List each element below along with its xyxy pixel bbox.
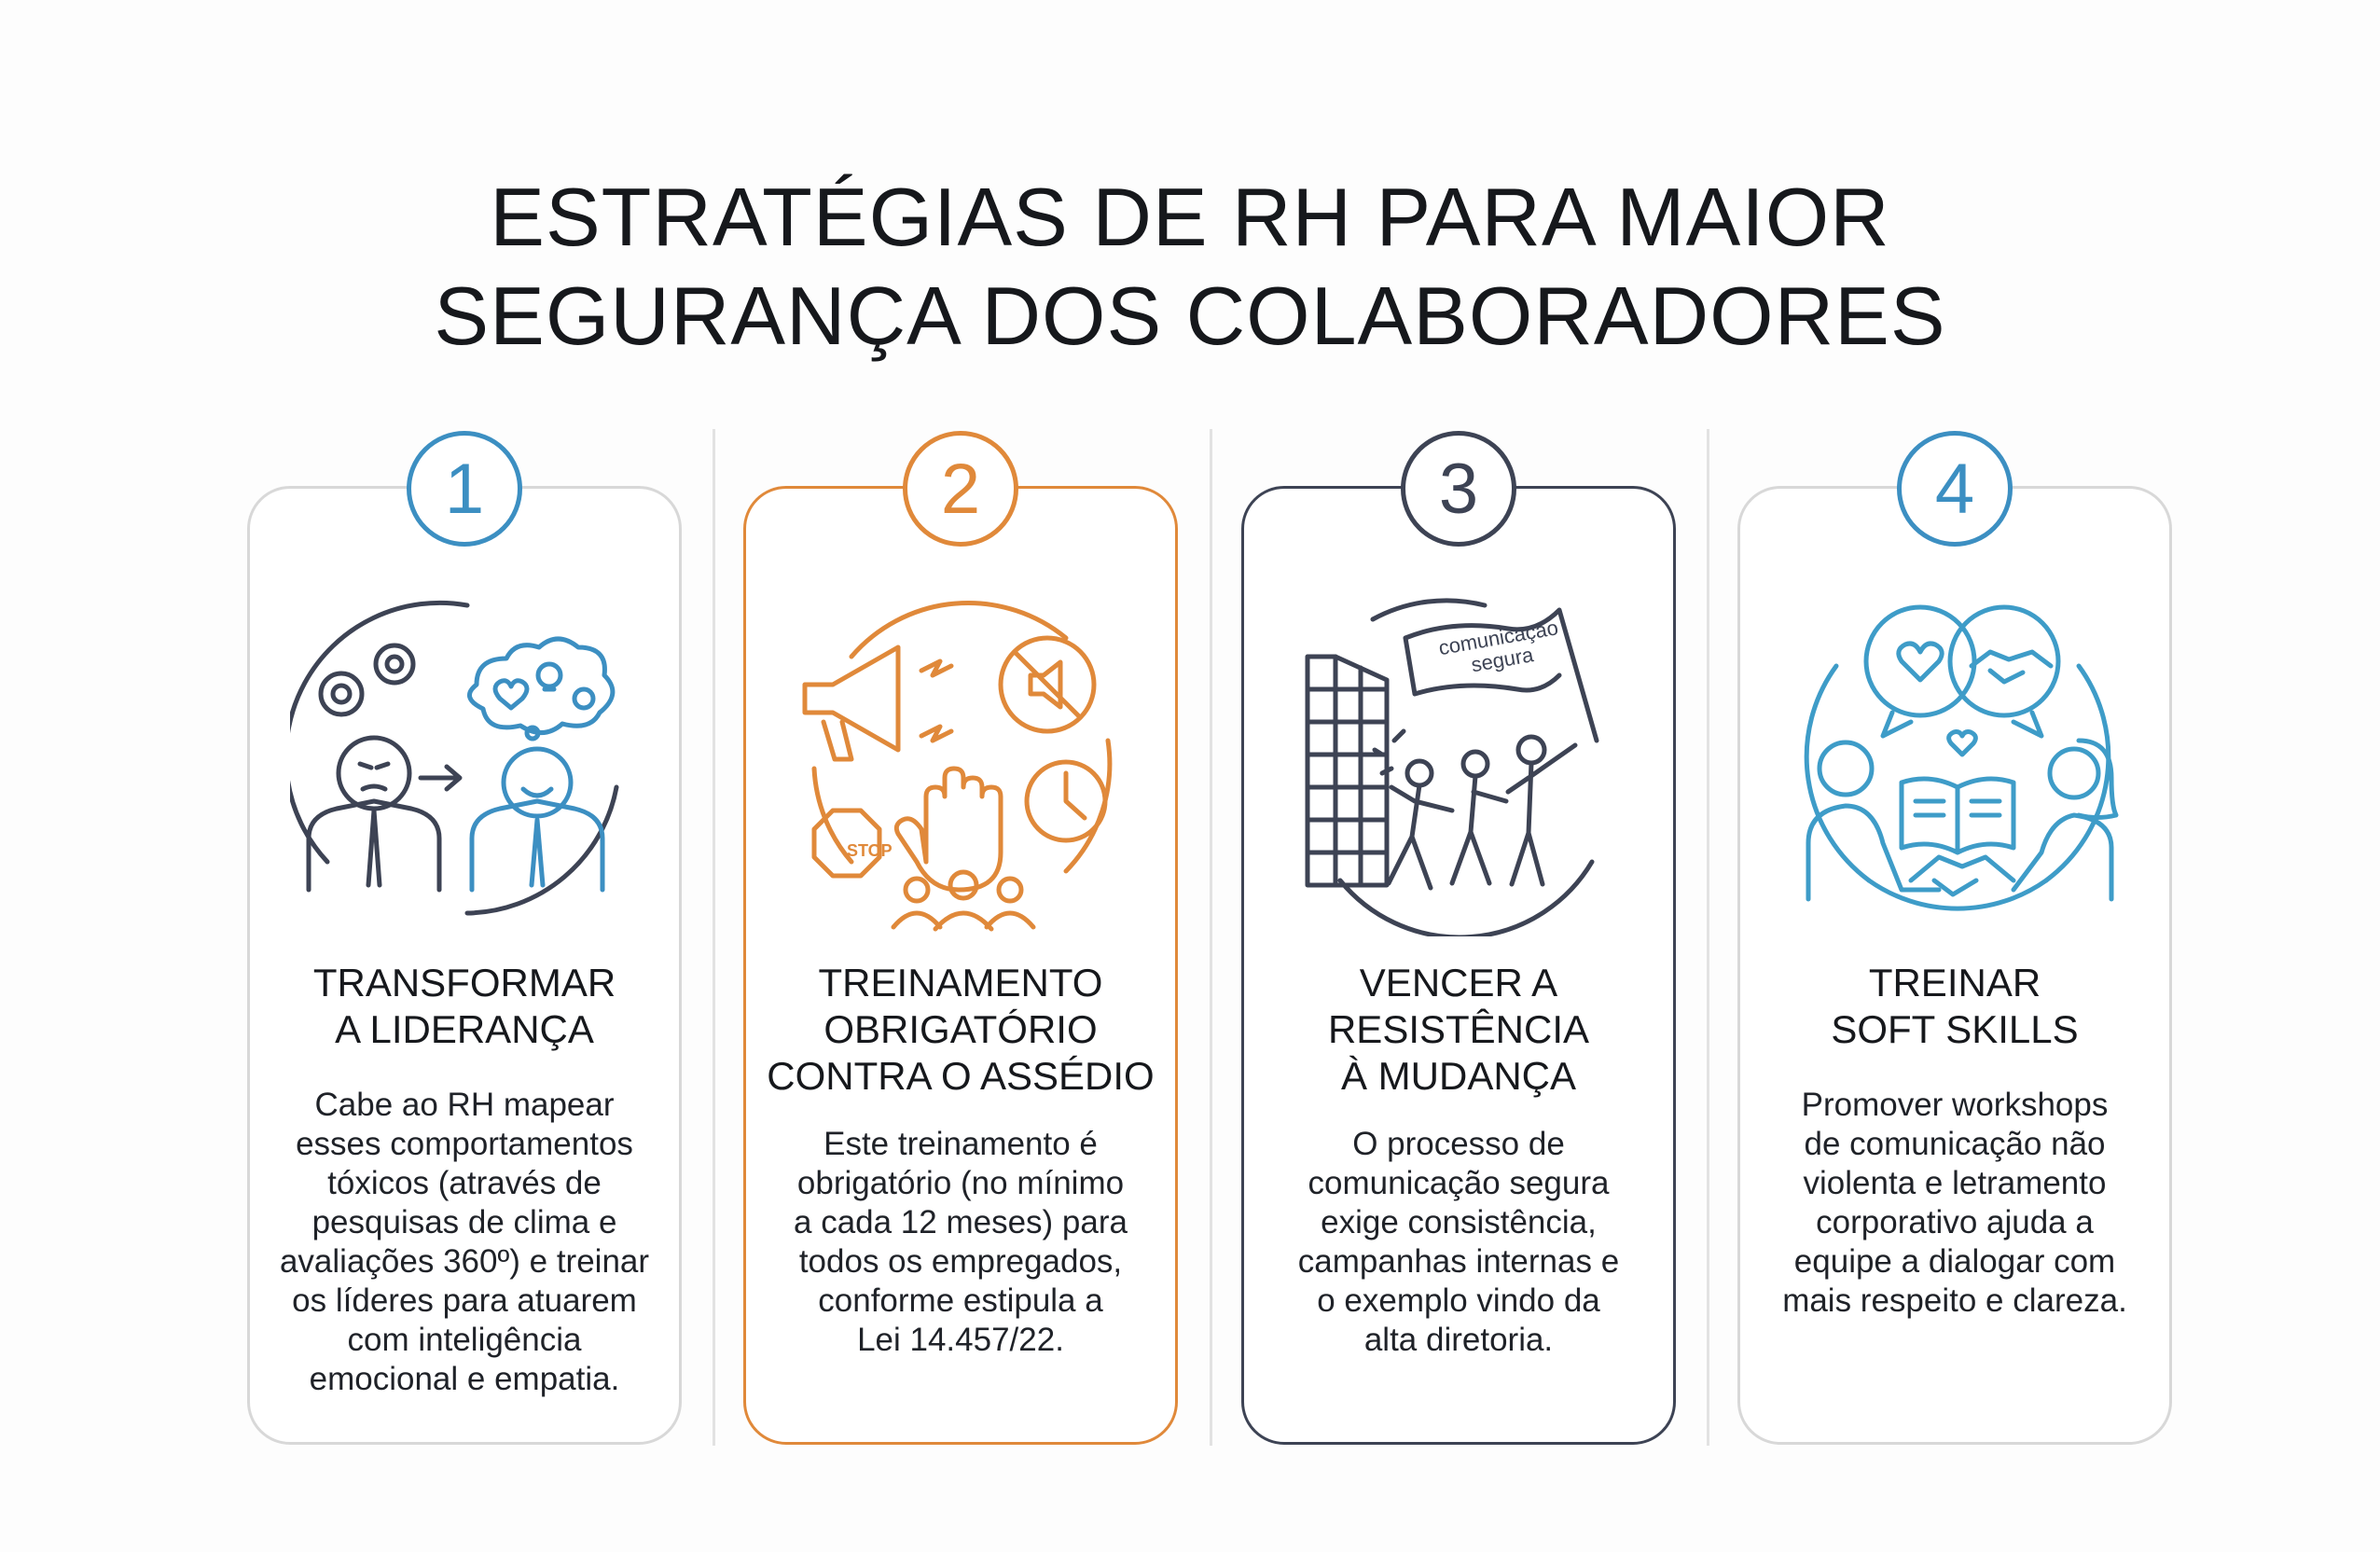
card-heading: TRANSFORMAR A LIDERANÇA [250,960,679,1053]
body-line: mais respeito e clareza. [1782,1282,2127,1319]
mute-icon [998,635,1097,734]
leadership-transformation-icon [290,600,619,916]
heading-line: RESISTÊNCIA [1327,1007,1590,1051]
group-icon [891,869,1036,932]
card-heading: VENCER A RESISTÊNCIA À MUDANÇA [1244,960,1673,1100]
body-line: alta diretoria. [1363,1322,1554,1358]
body-line: corporativo ajuda a [1816,1204,2094,1240]
body-line: todos os empregados, [798,1243,1123,1280]
heading-line: VENCER A [1359,961,1558,1005]
divider [713,429,715,1446]
heading-line: TRANSFORMAR [312,961,616,1005]
body-line: violenta e letramento [1803,1165,2107,1201]
soft-skills-icon [1804,604,2119,911]
card-body: Este treinamento é obrigatório (no mínim… [755,1125,1166,1360]
body-line: os líderes para atuarem [292,1282,637,1319]
flag-icon [1403,607,1599,743]
body-line: obrigatório (no mínimo [796,1165,1125,1201]
speech-bubble-handshake-icon [1947,604,2061,718]
heading-line: TREINAMENTO [818,961,1103,1005]
overcome-resistance-icon [1305,598,1599,936]
body-line: O processo de [1352,1126,1565,1162]
page-title: ESTRATÉGIAS DE RH PARA MAIOR SEGURANÇA D… [0,168,2380,366]
step-number-badge: 2 [903,431,1018,547]
heading-line: CONTRA O ASSÉDIO [767,1054,1155,1098]
body-line: esses comportamentos [296,1126,633,1162]
body-line: conforme estipula a [818,1282,1103,1319]
heading-line: TREINAR [1868,961,2041,1005]
divider [1210,429,1212,1446]
body-line: exige consistência, [1321,1204,1597,1240]
card-overcome-resistance: 3 comunicação segura VENCER A RESISTÊNCI… [1241,431,1676,1445]
step-number-badge: 3 [1401,431,1516,547]
card-body: Cabe ao RH mapear esses comportamentos t… [259,1086,670,1399]
body-line: avaliações 360º) e treinar [279,1243,650,1280]
card-soft-skills: 4 TREINAR SOFT SKILLS Promover workshops… [1737,431,2172,1445]
body-line: de comunicação não [1804,1126,2106,1162]
heading-line: A LIDERANÇA [335,1007,594,1051]
hand-icon [893,766,1003,893]
heading-line: OBRIGATÓRIO [823,1007,1098,1051]
brick-wall-icon [1305,654,1390,888]
card-heading: TREINAR SOFT SKILLS [1740,960,2169,1053]
body-line: Promover workshops [1801,1087,2109,1123]
body-line: emocional e empatia. [309,1361,620,1397]
card-transform-leadership: 1 TRANSFORMAR A LIDERANÇA Cabe ao RH map… [247,431,682,1445]
body-line: o exemplo vindo da [1317,1282,1600,1319]
megaphone-icon [802,644,901,762]
handshake-icon [1908,854,2016,897]
divider [1707,429,1709,1446]
stop-sign-label: STOP [847,841,892,860]
harassment-training-icon [802,600,1113,932]
body-line: Este treinamento é [823,1126,1098,1162]
step-number-badge: 1 [407,431,522,547]
body-line: com inteligência [347,1322,582,1358]
clock-icon [1024,759,1108,843]
body-line: a cada 12 meses) para [794,1204,1128,1240]
card-body: Promover workshops de comunicação não vi… [1750,1086,2160,1321]
step-number-badge: 4 [1897,431,2013,547]
body-line: campanhas internas e [1297,1243,1620,1280]
card-body: O processo de comunicação segura exige c… [1253,1125,1664,1360]
body-line: comunicação segura [1308,1165,1610,1201]
card-harassment-training: 2 STOP TREINAMENTO OBRIGATÓRIO CONTRA O … [743,431,1178,1445]
body-line: equipe a dialogar com [1793,1243,2116,1280]
body-line: Lei 14.457/22. [857,1322,1064,1358]
stop-sign-icon [811,808,882,879]
title-line-1: ESTRATÉGIAS DE RH PARA MAIOR [490,171,1890,263]
book-icon [1899,776,2016,855]
body-line: Cabe ao RH mapear [314,1087,615,1123]
body-line: pesquisas de clima e [311,1204,617,1240]
heading-line: À MUDANÇA [1340,1054,1577,1098]
card-heading: TREINAMENTO OBRIGATÓRIO CONTRA O ASSÉDIO [746,960,1175,1100]
body-line: tóxicos (através de [327,1165,602,1201]
heading-line: SOFT SKILLS [1831,1007,2079,1051]
speech-bubble-heart-icon [1863,604,1977,718]
title-line-2: SEGURANÇA DOS COLABORADORES [434,270,1946,362]
